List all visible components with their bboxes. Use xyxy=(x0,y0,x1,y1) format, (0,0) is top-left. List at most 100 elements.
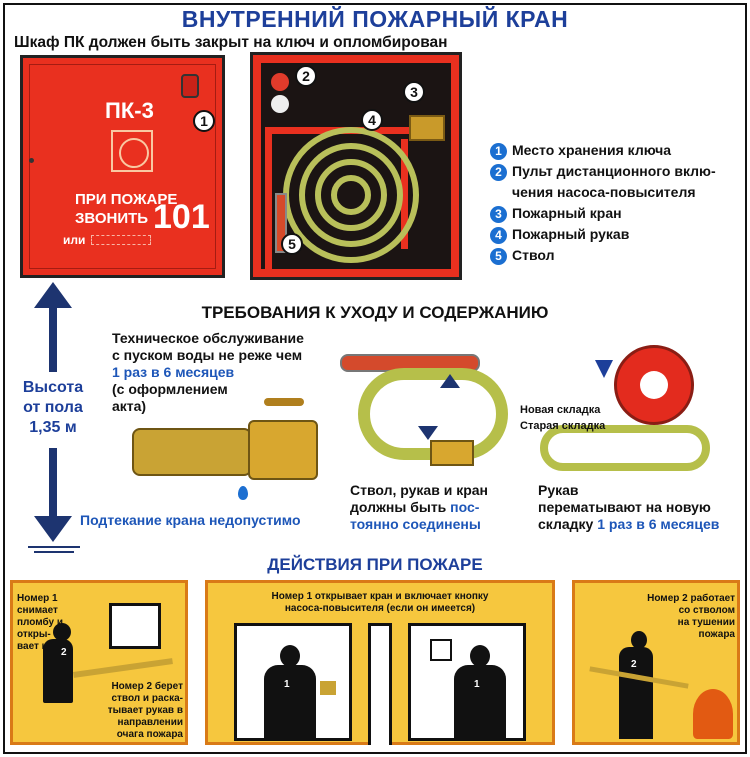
maintenance-heading: ТРЕБОВАНИЯ К УХОДУ И СОДЕРЖАНИЮ xyxy=(201,303,549,322)
legend-number-badge: 5 xyxy=(490,248,507,265)
key-lock-icon xyxy=(181,74,199,98)
or-label: или xyxy=(63,233,86,247)
firefighter-head xyxy=(280,645,300,667)
service-line-2: с пуском воды не реже чем xyxy=(112,347,303,363)
closed-cabinet: 1 ПК-3 ПРИ ПОЖАРЕ ЗВОНИТЬ 101 или xyxy=(20,55,225,278)
rewind-line-3: складку xyxy=(538,516,594,532)
rewind-line-1: Рукав xyxy=(538,482,579,498)
arrow-up-icon xyxy=(34,282,72,308)
valve-handwheel-icon xyxy=(264,398,304,406)
legend-number-badge: 2 xyxy=(490,164,507,181)
legend-number-badge: 3 xyxy=(490,206,507,223)
callout-5: 5 xyxy=(281,233,303,255)
fire-valve-icon xyxy=(248,420,318,480)
connect-line-1: Ствол, рукав и кран xyxy=(350,482,489,498)
floor-line-2 xyxy=(34,551,74,553)
flat-hose-icon xyxy=(540,425,710,471)
page-subtitle: Шкаф ПК должен быть закрыт на ключ и опл… xyxy=(14,34,448,51)
old-fold-label: Старая складка xyxy=(520,420,606,432)
firefighter-head xyxy=(470,645,490,667)
valve-icon xyxy=(409,115,445,141)
height-value: 1,35 м xyxy=(29,419,77,436)
caption-line: насоса-повысителя (если он имеется) xyxy=(284,603,476,614)
action-step-1: Номер 1 снимает пломбу и откры- вает шка… xyxy=(10,580,188,745)
firefighter-1-silhouette xyxy=(264,665,316,741)
firefighter-head xyxy=(53,623,71,641)
hose-icon xyxy=(73,658,173,678)
legend-text: Пожарный кран xyxy=(512,205,622,221)
legend-text: Ствол xyxy=(512,247,555,263)
new-fold-label: Новая складка xyxy=(520,404,601,416)
caption-line: Номер 2 работает xyxy=(647,593,735,604)
caption-line: направлении xyxy=(117,717,183,728)
legend-item: 4 Пожарный рукав xyxy=(490,224,716,245)
remote-button-white xyxy=(271,95,289,113)
call-line-1: ПРИ ПОЖАРЕ xyxy=(75,191,178,208)
rotate-arrow-icon xyxy=(595,360,613,378)
action-step-2: Номер 1 открывает кран и включает кнопку… xyxy=(205,580,555,745)
connect-line-2: должны быть xyxy=(350,499,447,515)
service-line-4: акта) xyxy=(112,398,147,414)
emergency-number: 101 xyxy=(153,198,210,236)
hose-reel-icon xyxy=(111,130,153,172)
legend-number-badge: 4 xyxy=(490,227,507,244)
hose-coil-inner xyxy=(315,159,387,231)
fire-icon xyxy=(693,689,733,739)
figure-number: 2 xyxy=(61,647,67,658)
action-step-3: Номер 2 работает со стволом на тушении п… xyxy=(572,580,740,745)
cabinet-label: ПК-3 xyxy=(105,98,154,123)
service-line-3: (с оформлением xyxy=(112,381,228,397)
height-line-2: от пола xyxy=(23,399,83,416)
figure-number: 1 xyxy=(474,679,480,690)
connect-highlight-1: пос- xyxy=(450,499,480,515)
firefighter-2-silhouette xyxy=(43,639,73,703)
water-drop-icon xyxy=(238,486,248,500)
service-line-1: Техническое обслуживание xyxy=(112,330,304,346)
page-title: ВНУТРЕННИЙ ПОЖАРНЫЙ КРАН xyxy=(181,6,569,32)
figure-number: 1 xyxy=(284,679,290,690)
cabinet-window xyxy=(109,603,161,649)
hose-coil-core xyxy=(331,175,371,215)
valve-icon xyxy=(320,681,336,695)
floor-line xyxy=(28,546,80,548)
arrow-down-small-icon xyxy=(418,426,438,440)
caption-line: очага пожара xyxy=(116,729,183,740)
legend-item: 2 Пульт дистанционного вклю- xyxy=(490,161,716,182)
door-handle xyxy=(29,158,34,163)
step-1-caption-bottom: Номер 2 берет ствол и раска- тывает рука… xyxy=(101,681,183,741)
legend-text: Пульт дистанционного вклю- xyxy=(512,163,716,179)
caption-line: Номер 1 открывает кран и включает кнопку xyxy=(271,591,489,602)
height-label: Высота от пола 1,35 м xyxy=(18,378,88,438)
small-valve-icon xyxy=(430,440,474,466)
actions-heading: ДЕЙСТВИЯ ПРИ ПОЖАРЕ xyxy=(267,555,483,574)
caption-line: со стволом xyxy=(678,605,735,616)
hose-coil-mid xyxy=(299,143,403,247)
caption-line: пожара xyxy=(698,629,735,640)
connect-highlight-2: тоянно соединены xyxy=(350,516,481,532)
legend-text: Пожарный рукав xyxy=(512,226,630,242)
cabinet-interior xyxy=(261,63,451,269)
legend-item: 5 Ствол xyxy=(490,245,716,266)
call-line-2: ЗВОНИТЬ xyxy=(75,210,149,227)
rewind-interval: 1 раз в 6 месяцев xyxy=(597,516,720,532)
service-text: Техническое обслуживание с пуском воды н… xyxy=(112,330,304,415)
callout-3: 3 xyxy=(403,81,425,103)
caption-line: Номер 1 снимает xyxy=(17,593,58,616)
firefighter-2-silhouette xyxy=(619,647,653,739)
legend-text: Место хранения ключа xyxy=(512,142,672,158)
height-line-1: Высота xyxy=(22,379,84,396)
caption-line: ствол и раска- xyxy=(111,693,183,704)
cabinet-door-border xyxy=(29,64,216,269)
reel-hub xyxy=(640,371,668,399)
fire-call-text: ПРИ ПОЖАРЕ ЗВОНИТЬ xyxy=(75,190,177,228)
caption-line: пломбу и откры- xyxy=(17,617,64,640)
callout-2: 2 xyxy=(295,65,317,87)
arrow-up-small-icon xyxy=(440,374,460,388)
open-cabinet: 2 3 4 5 xyxy=(250,52,462,280)
leak-warning: Подтекание крана недопустимо xyxy=(80,512,301,528)
arrow-shaft-bottom xyxy=(49,448,57,518)
remote-button-red xyxy=(271,73,289,91)
rewind-text: Рукав перематывают на новую складку 1 ра… xyxy=(538,482,719,533)
